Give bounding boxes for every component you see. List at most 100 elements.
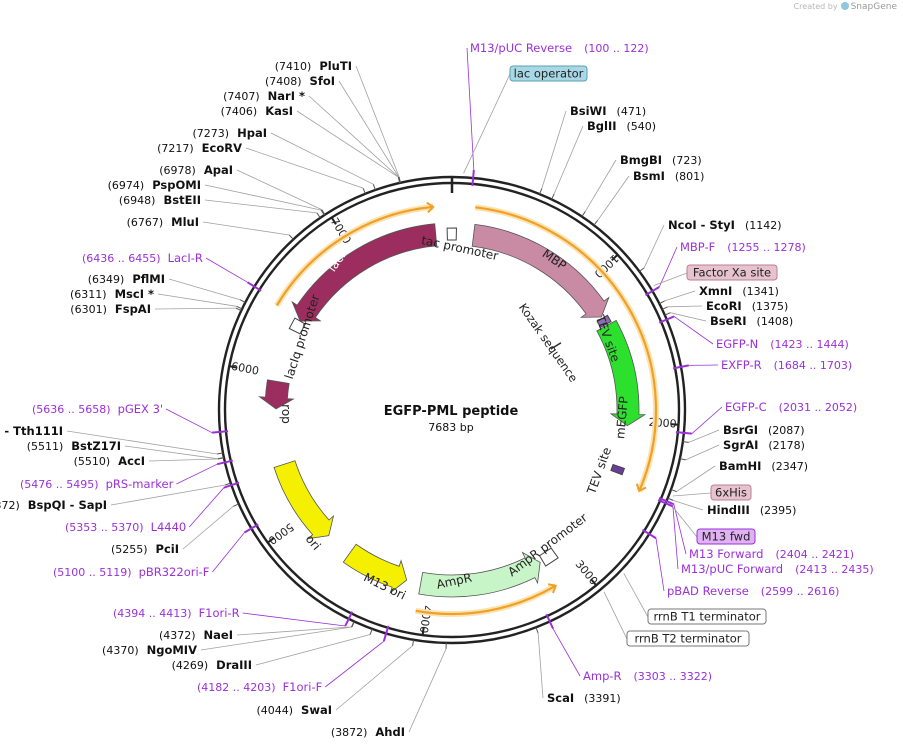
primer-leader-line <box>242 612 346 627</box>
boxed-label-factor-xa-site: Factor Xa site <box>686 264 778 281</box>
enzyme-name: BamHI <box>719 459 761 473</box>
enzyme-label-acci: (5510)AccI <box>74 454 145 468</box>
primer-label-egfp-n: EGFP-N (1423 .. 1444) <box>716 337 849 351</box>
enzyme-position: (6767) <box>127 216 164 229</box>
enzyme-name: BseRI <box>710 314 747 328</box>
enzyme-site-mark <box>659 300 665 305</box>
enzyme-name: BspQI - SapI <box>28 498 107 512</box>
primer-leader-line <box>205 257 248 283</box>
enzyme-name: BglII <box>587 119 617 133</box>
primer-site-mark <box>471 169 475 187</box>
enzyme-position: (6349) <box>88 273 125 286</box>
enzyme-position: (723) <box>672 154 702 167</box>
enzyme-position: (7410) <box>275 60 312 73</box>
enzyme-label-pflmi: (6349)PflMI <box>88 272 165 286</box>
enzyme-leader-line <box>236 626 352 636</box>
enzyme-position: (1375) <box>752 300 789 313</box>
enzyme-name: ScaI <box>547 691 574 705</box>
enzyme-position: (5255) <box>111 543 148 556</box>
enzyme-label-swai: (4044)SwaI <box>256 703 332 717</box>
enzyme-name: BsrGI <box>723 423 758 437</box>
primer-label-egfp-c: EGFP-C(2031 .. 2052) <box>725 400 857 414</box>
primer-site-mark <box>382 625 390 642</box>
enzyme-label-naei: (4372)NaeI <box>159 628 233 642</box>
boxed-label-rrnb-t2-terminator: rrnB T2 terminator <box>626 630 750 647</box>
enzyme-site-mark <box>639 267 645 272</box>
enzyme-name: HpaI <box>237 126 267 140</box>
primer-label-m13-forward: M13 Forward(2404 .. 2421) <box>689 547 854 561</box>
feature-mbp <box>471 223 610 318</box>
enzyme-leader-line <box>296 110 399 178</box>
tick-mark <box>421 627 425 636</box>
enzyme-position: (4269) <box>172 659 209 672</box>
enzyme-leader-line <box>673 500 704 511</box>
enzyme-position: (7407) <box>223 90 260 103</box>
primer-leader-line <box>212 532 245 573</box>
enzyme-leader-line <box>597 175 630 221</box>
primer-leader-line <box>466 47 475 171</box>
enzyme-name: NarI * <box>268 89 305 103</box>
label-box <box>647 608 767 625</box>
enzyme-leader-line <box>584 159 617 212</box>
primer-label-laci-r: LacI-R(6436 .. 6455) <box>82 251 203 265</box>
primer-name: EGFP-N <box>716 337 758 351</box>
enzyme-position: (1408) <box>757 315 794 328</box>
primer-label-pbr322ori-f: pBR322ori-F(5100 .. 5119) <box>53 565 209 579</box>
primer-site-mark <box>672 364 690 370</box>
enzyme-leader-line <box>643 224 665 269</box>
primer-range: (1423 .. 1444) <box>770 338 849 351</box>
enzyme-name: PluTI <box>319 59 352 73</box>
primer-label-pgex-3: pGEX 3'(5636 .. 5658) <box>32 402 163 416</box>
enzyme-leader-line <box>66 430 218 455</box>
enzyme-position: (6974) <box>108 179 145 192</box>
feature-label-kozak-sequence: Kozak sequence <box>516 301 581 385</box>
tick-label: 5000 <box>266 520 296 547</box>
enzyme-leader-line <box>335 645 413 711</box>
primer-range: (4182 .. 4203) <box>197 681 276 694</box>
primer-site-mark <box>644 286 660 297</box>
enzyme-leader-line <box>408 648 447 733</box>
enzyme-position: (540) <box>627 120 657 133</box>
primer-site-mark <box>223 481 240 489</box>
primer-label-l4440: L4440(5353 .. 5370) <box>65 520 186 534</box>
enzyme-position: (7273) <box>193 127 230 140</box>
primer-site-mark <box>675 431 692 435</box>
enzyme-site-mark <box>670 489 677 493</box>
enzyme-label-pflfi-tth111i: (5536)PflFI - Tth111I <box>0 424 63 438</box>
enzyme-site-mark <box>682 441 689 443</box>
primer-range: (4394 .. 4413) <box>113 607 192 620</box>
enzyme-name: EcoRV <box>202 141 242 155</box>
enzyme-name: HindIII <box>707 503 750 517</box>
primer-site-mark <box>657 499 674 508</box>
enzyme-name: NcoI - StyI <box>668 218 735 232</box>
plasmid-center: EGFP-PML peptide 7683 bp <box>384 404 519 434</box>
primer-range: (2599 .. 2616) <box>761 585 840 598</box>
enzyme-name: PflFI - Tth111I <box>0 424 63 438</box>
enzyme-label-ncoi-styi: (1142)NcoI - StyI <box>668 218 782 232</box>
feature-rop <box>258 379 295 410</box>
enzyme-leader-line <box>255 634 371 666</box>
primer-label-m13-puc-reverse: M13/pUC Reverse(100 .. 122) <box>470 41 649 55</box>
enzyme-label-apai: (6978)ApaI <box>159 163 233 177</box>
enzyme-name: BsmI <box>633 169 665 183</box>
enzyme-site-mark <box>539 188 543 195</box>
boxed-label-6xhis: 6xHis <box>710 484 752 501</box>
enzyme-label-ecorv: (7217)EcoRV <box>157 141 242 155</box>
enzyme-leader-line <box>182 505 234 550</box>
enzyme-site-mark <box>369 628 373 635</box>
box-leader-line <box>463 73 511 174</box>
enzyme-site-mark <box>535 627 539 634</box>
enzyme-name: MluI <box>171 215 199 229</box>
enzyme-label-bamhi: (2347)BamHI <box>719 459 808 473</box>
enzyme-site-mark <box>664 312 671 316</box>
boxed-label-lac-operator: lac operator <box>509 65 588 82</box>
enzyme-site-mark <box>316 212 321 219</box>
enzyme-position: (5511) <box>27 440 64 453</box>
enzyme-name: AccI <box>118 454 145 468</box>
plasmid-length: 7683 bp <box>428 421 473 434</box>
tick-mark <box>590 578 597 586</box>
primer-site-mark <box>641 528 657 540</box>
enzyme-leader-line <box>148 458 219 462</box>
primer-site-mark <box>243 523 259 534</box>
enzyme-label-bsteii: (6948)BstEII <box>119 193 201 207</box>
